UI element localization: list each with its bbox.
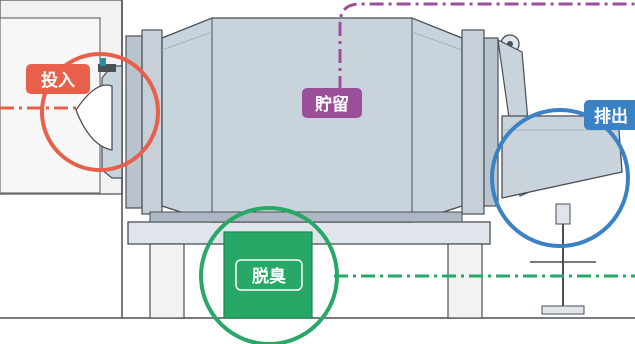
discharge-label: 排出 bbox=[594, 106, 628, 127]
base-leg-left bbox=[149, 243, 185, 319]
storage-badge: 貯留 bbox=[302, 88, 362, 118]
discharge-chute bbox=[501, 115, 623, 199]
input-hopper bbox=[75, 58, 123, 179]
base-leg-right bbox=[447, 243, 483, 319]
input-label: 投入 bbox=[41, 70, 75, 91]
deodorize-label: 脱臭 bbox=[252, 266, 286, 287]
input-badge: 投入 bbox=[26, 64, 90, 94]
discharge-ring bbox=[490, 108, 630, 248]
storage-flow-line bbox=[338, 2, 635, 90]
deodorize-ring bbox=[199, 206, 339, 344]
discharge-stand bbox=[530, 203, 596, 315]
input-ring bbox=[40, 52, 160, 172]
deodorize-badge: 脱臭 bbox=[235, 259, 303, 291]
storage-label: 貯留 bbox=[315, 94, 349, 115]
storage-drum bbox=[125, 17, 499, 223]
discharge-badge: 排出 bbox=[584, 100, 635, 130]
